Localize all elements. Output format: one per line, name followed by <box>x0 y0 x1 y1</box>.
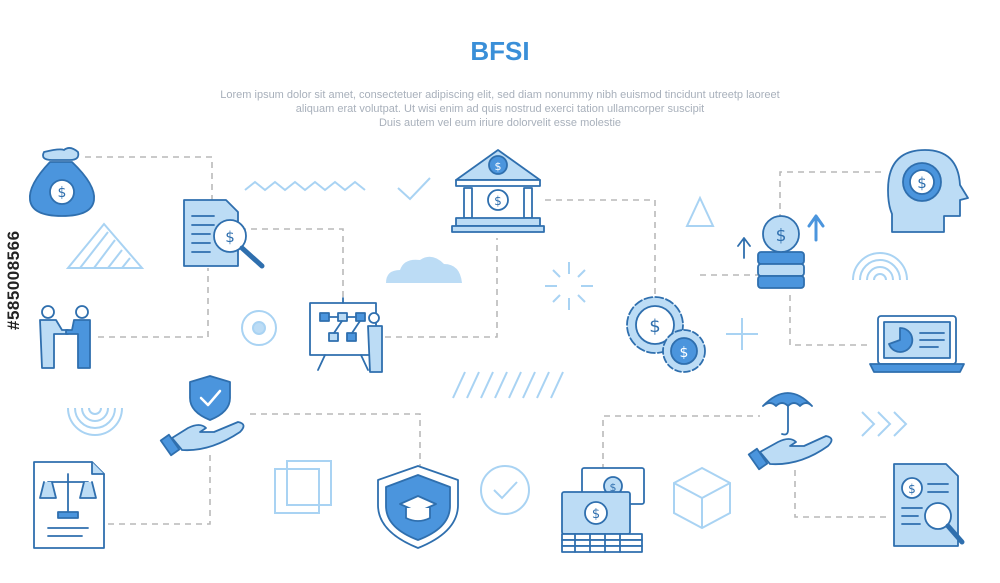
presentation-flowchart-icon <box>309 297 383 373</box>
svg-text:$: $ <box>225 228 235 246</box>
cash-stack-icon: $ $ <box>561 467 645 553</box>
svg-text:$: $ <box>680 345 689 361</box>
svg-text:$: $ <box>610 481 617 494</box>
diagonal-lines-decoration <box>452 371 564 399</box>
page-title: BFSI <box>470 36 530 66</box>
svg-text:$: $ <box>917 174 927 192</box>
svg-text:$: $ <box>649 316 660 337</box>
description-line-3: Duis autem vel eum iriure dolorvelit ess… <box>378 117 622 129</box>
check-circle-decoration <box>480 465 530 515</box>
umbrella-hand-icon <box>747 392 833 471</box>
triangle-decoration <box>685 195 715 227</box>
description: Lorem ipsum dolor sit amet, consectetuer… <box>150 88 850 130</box>
chevrons-decoration <box>861 411 908 437</box>
laptop-chart-icon <box>869 315 965 373</box>
protection-hand-icon <box>159 375 245 457</box>
triangle-hatch-decoration <box>65 222 145 269</box>
decorations <box>65 177 908 530</box>
zigzag-decoration <box>244 180 366 192</box>
half-circle-decoration <box>67 407 123 436</box>
report-search-icon: $ <box>893 463 965 547</box>
cube-decoration <box>673 466 731 530</box>
plus-decoration <box>726 318 758 350</box>
legal-document-icon <box>33 461 105 549</box>
check-decoration <box>397 177 431 201</box>
document-search-icon: $ <box>183 199 265 269</box>
description-line-1: Lorem ipsum dolor sit amet, consectetuer… <box>220 89 780 101</box>
target-decoration <box>241 310 277 346</box>
coins-growth-icon: $ <box>737 214 825 289</box>
connector-lines <box>85 156 890 525</box>
handshake-icon <box>39 305 91 369</box>
svg-text:$: $ <box>58 185 67 201</box>
svg-text:$: $ <box>494 194 502 208</box>
svg-text:$: $ <box>776 226 787 246</box>
svg-text:$: $ <box>592 507 600 522</box>
education-shield-icon <box>377 465 459 549</box>
rainbow-decoration <box>852 252 908 281</box>
cloud-decoration <box>386 256 462 283</box>
gears-dollar-icon: $ $ <box>626 296 706 373</box>
squares-decoration <box>274 460 332 514</box>
head-dollar-icon: $ <box>887 149 969 233</box>
description-line-2: aliquam erat volutpat. Ut wisi enim ad q… <box>295 103 705 115</box>
svg-text:$: $ <box>908 482 916 496</box>
money-bag-icon: $ <box>28 147 95 217</box>
sparkle-decoration <box>545 262 593 310</box>
svg-text:$: $ <box>495 160 502 173</box>
bank-icon: $ $ <box>451 149 545 233</box>
